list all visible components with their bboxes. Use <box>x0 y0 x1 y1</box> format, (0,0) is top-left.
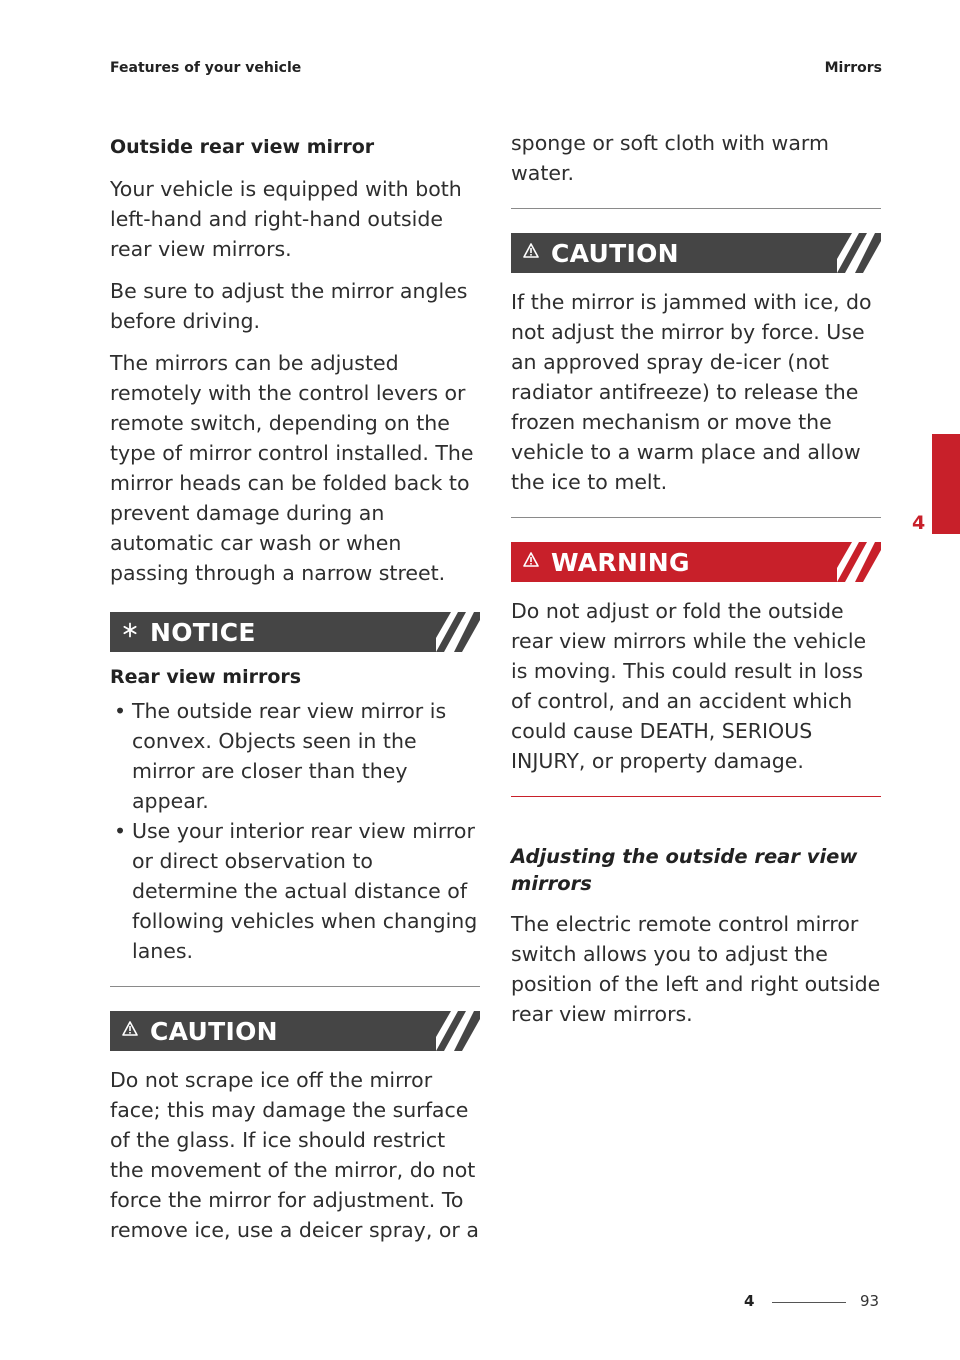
notice-label: NOTICE <box>150 617 256 647</box>
caution-banner: CAUTION <box>511 233 881 273</box>
list-item-text: The outside rear view mirror is convex. … <box>132 699 447 813</box>
banner-stripes-decoration <box>436 612 480 652</box>
header-section-title: Features of your vehicle <box>110 60 302 76</box>
caution-label: CAUTION <box>150 1016 278 1046</box>
warning-text: Do not adjust or fold the outside rear v… <box>511 599 867 773</box>
divider <box>511 517 881 518</box>
chapter-side-tab <box>932 434 960 534</box>
warning-triangle-icon <box>511 243 551 263</box>
continued-paragraph: sponge or soft cloth with warm water. <box>511 131 829 185</box>
notice-subtitle: Rear view mirrors <box>110 666 302 688</box>
list-item-text: Use your interior rear view mirror or di… <box>132 819 478 963</box>
paragraph: The mirrors can be adjusted remotely wit… <box>110 351 474 585</box>
left-column: Outside rear view mirror Your vehicle is… <box>110 128 480 1257</box>
footer-page-number: 93 <box>860 1292 880 1310</box>
section-title: Outside rear view mirror <box>110 136 375 158</box>
asterisk-icon <box>110 622 150 643</box>
list-item: •Use your interior rear view mirror or d… <box>114 819 478 963</box>
divider <box>110 986 480 987</box>
page-footer: 4 93 <box>0 1292 960 1316</box>
footer-chapter-number: 4 <box>744 1292 755 1310</box>
subsection-title: Adjusting the outside rear view mirrors <box>511 845 858 895</box>
banner-stripes-decoration <box>837 542 881 582</box>
list-item: •The outside rear view mirror is convex.… <box>114 699 447 813</box>
warning-label: WARNING <box>551 547 690 577</box>
header-page-topic: Mirrors <box>824 60 882 76</box>
caution-label: CAUTION <box>551 238 679 268</box>
footer-divider <box>772 1302 846 1303</box>
banner-stripes-decoration <box>837 233 881 273</box>
notice-banner: NOTICE <box>110 612 480 652</box>
warning-triangle-icon <box>511 552 551 572</box>
caution-text: Do not scrape ice off the mirror face; t… <box>110 1068 479 1242</box>
warning-banner: WARNING <box>511 542 881 582</box>
chapter-side-number: 4 <box>912 512 926 534</box>
right-column: sponge or soft cloth with warm water. CA… <box>511 128 881 1041</box>
divider <box>511 208 881 209</box>
banner-stripes-decoration <box>436 1011 480 1051</box>
paragraph: Your vehicle is equipped with both left-… <box>110 177 462 261</box>
caution-banner: CAUTION <box>110 1011 480 1051</box>
notice-bullet-list: •The outside rear view mirror is convex.… <box>110 696 480 966</box>
paragraph: The electric remote control mirror switc… <box>511 912 881 1026</box>
divider <box>511 796 881 797</box>
caution-text: If the mirror is jammed with ice, do not… <box>511 290 872 494</box>
warning-triangle-icon <box>110 1021 150 1041</box>
paragraph: Be sure to adjust the mirror angles befo… <box>110 279 468 333</box>
